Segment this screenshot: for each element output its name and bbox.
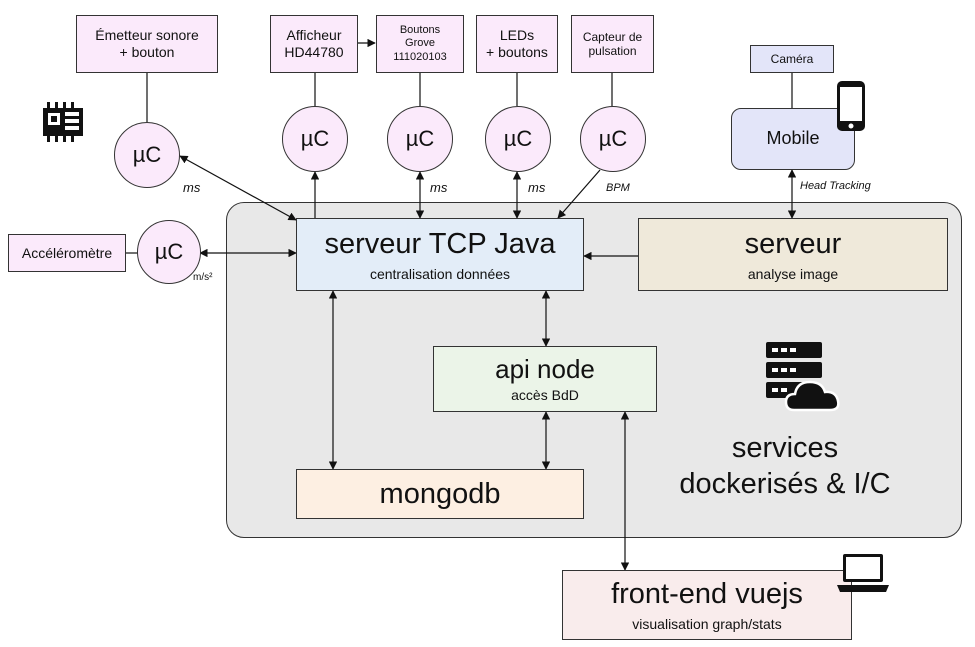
camera-label: Caméra (770, 51, 814, 66)
link-label-head-tracking: Head Tracking (800, 180, 871, 192)
camera-box: Caméra (750, 45, 834, 73)
boutons-grove-label: Boutons Grove 111020103 (393, 24, 447, 63)
link-label-ms: ms (430, 180, 448, 195)
uc-boutons: µC (387, 106, 453, 172)
accelerometre-label: Accéléromètre (21, 244, 113, 261)
uc-label: µC (154, 239, 184, 264)
uc-label: µC (300, 126, 330, 151)
uc-label: µC (503, 126, 533, 151)
link-label-acceleration: m/s² (193, 272, 213, 283)
api-node-box: api node accès BdD (433, 346, 657, 412)
api-node-title: api node (495, 354, 595, 384)
serveur-image-title: serveur (744, 227, 842, 260)
uc-emetteur: µC (114, 122, 180, 188)
serveur-image-box: serveur analyse image (638, 218, 948, 291)
link-label-bpm: BPM (606, 182, 630, 194)
link-label-ms: ms (183, 180, 201, 195)
capteur-label: Capteur de pulsation (582, 29, 643, 58)
afficheur-label: Afficheur HD44780 (284, 27, 344, 60)
front-end-title: front-end vuejs (611, 578, 803, 611)
mobile-box: Mobile (731, 108, 855, 170)
uc-capteur: µC (580, 106, 646, 172)
uc-label: µC (132, 142, 162, 167)
leds-label: LEDs + boutons (486, 27, 548, 60)
serveur-tcp-subtitle: centralisation données (369, 265, 511, 282)
laptop-icon (837, 554, 889, 592)
api-node-subtitle: accès BdD (511, 387, 579, 404)
capteur-box: Capteur de pulsation (571, 15, 654, 73)
serveur-image-subtitle: analyse image (747, 265, 839, 282)
microchip-icon (43, 102, 83, 142)
link-uc1-tcp (179, 155, 297, 221)
serveur-tcp-java-box: serveur TCP Java centralisation données (296, 218, 584, 291)
afficheur-box: Afficheur HD44780 (270, 15, 358, 73)
uc-afficheur: µC (282, 106, 348, 172)
front-end-subtitle: visualisation graph/stats (632, 616, 782, 632)
smartphone-icon (837, 81, 865, 131)
uc-accelerometre: µC (137, 220, 201, 284)
services-group-label: services dockerisés & I/C (679, 432, 891, 501)
uc-label: µC (405, 126, 435, 151)
mongodb-box: mongodb (296, 469, 584, 519)
link-uc5-tcp (557, 169, 601, 219)
emetteur-box: Émetteur sonore + bouton (76, 15, 218, 73)
uc-label: µC (598, 126, 628, 151)
server-cloud-icon (766, 342, 840, 412)
leds-box: LEDs + boutons (476, 15, 558, 73)
boutons-grove-box: Boutons Grove 111020103 (376, 15, 464, 73)
accelerometre-box: Accéléromètre (8, 234, 126, 272)
mobile-label: Mobile (766, 128, 820, 149)
emetteur-label: Émetteur sonore + bouton (95, 27, 199, 60)
uc-leds: µC (485, 106, 551, 172)
serveur-tcp-title: serveur TCP Java (324, 227, 556, 260)
front-end-box: front-end vuejs visualisation graph/stat… (562, 570, 852, 640)
link-label-ms: ms (528, 180, 546, 195)
mongodb-title: mongodb (379, 477, 501, 510)
